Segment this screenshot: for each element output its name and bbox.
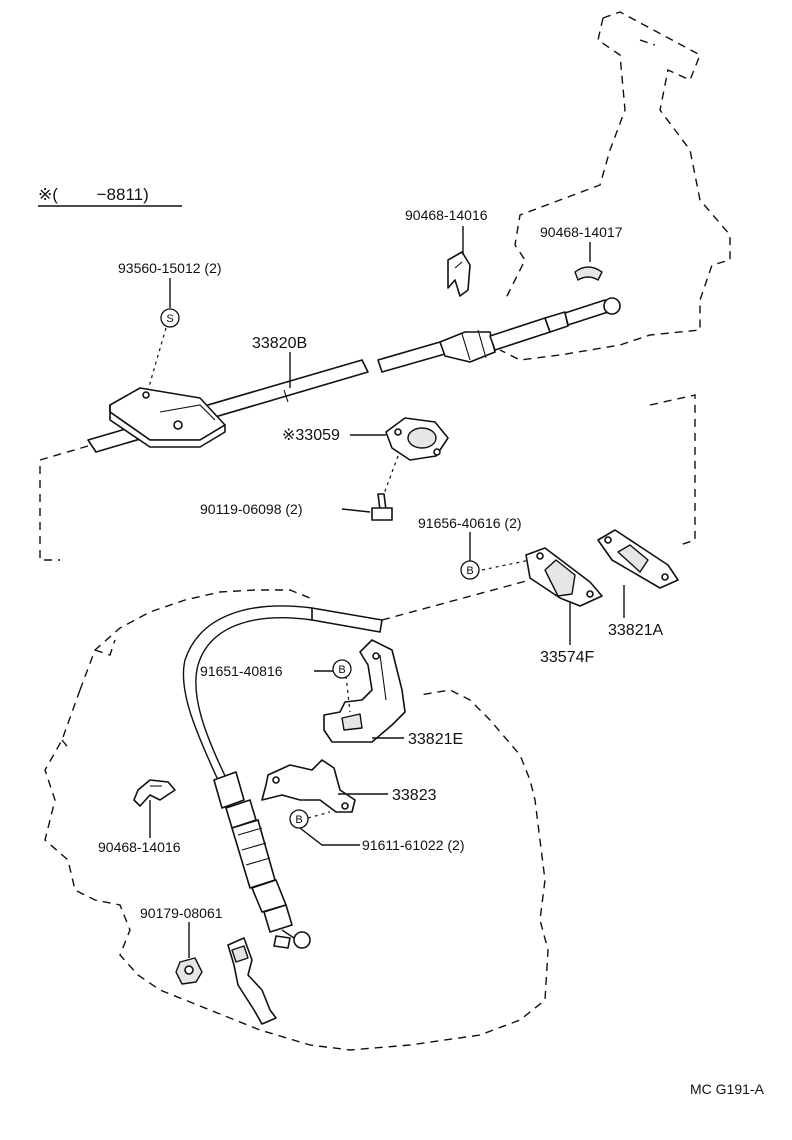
lower-shift-cable xyxy=(182,605,383,949)
b-symbol-91656: B xyxy=(460,560,480,580)
label-90468-14016-bottom: 90468-14016 xyxy=(98,839,181,855)
label-33820b: 33820B xyxy=(252,335,307,352)
label-90119-06098: 90119-06098 (2) xyxy=(200,501,302,517)
seal-33059 xyxy=(385,417,449,461)
label-91651-40816: 91651-40816 xyxy=(200,663,283,679)
bracket-33821e xyxy=(323,639,406,743)
label-33823: 33823 xyxy=(392,787,437,804)
shift-lever-arm xyxy=(227,937,277,1025)
label-91611-61022: 91611-61022 (2) xyxy=(362,837,464,853)
transmission-outline xyxy=(44,589,549,1051)
applicability-note: ※( −8811) xyxy=(38,185,149,204)
label-90468-14017: 90468-14017 xyxy=(540,224,623,240)
label-90468-14016-top: 90468-14016 xyxy=(405,207,488,223)
retainer-clip-bottom xyxy=(133,779,176,807)
b-symbol-91651: B xyxy=(332,659,352,679)
shift-housing-outline xyxy=(499,11,731,361)
svg-text:S: S xyxy=(166,313,173,325)
label-90179-08061: 90179-08061 xyxy=(140,905,223,921)
label-33821a: 33821A xyxy=(608,622,663,639)
svg-text:B: B xyxy=(338,664,345,676)
clip-90468-14017 xyxy=(574,266,603,281)
s-symbol: S xyxy=(160,308,180,328)
label-33059: ※33059 xyxy=(282,427,340,444)
diagram-code: MC G191-A xyxy=(690,1081,765,1097)
assembly-lines-upper xyxy=(39,394,696,621)
label-93560-15012: 93560-15012 (2) xyxy=(118,260,222,276)
bracket-33823 xyxy=(261,759,356,813)
nut-90179 xyxy=(175,957,203,985)
cover-33821a xyxy=(597,529,679,589)
label-33574f: 33574F xyxy=(540,649,594,666)
label-91656-40616: 91656-40616 (2) xyxy=(418,515,522,531)
retainer-clip-top xyxy=(447,251,471,297)
b-symbol-91611: B xyxy=(289,809,309,829)
cable-bracket xyxy=(109,387,226,448)
label-33821e: 33821E xyxy=(408,731,463,748)
svg-text:B: B xyxy=(466,565,473,577)
svg-text:B: B xyxy=(295,814,302,826)
plate-33574f xyxy=(525,547,603,607)
bolt-90119 xyxy=(371,493,393,521)
leader-lines xyxy=(147,226,625,958)
